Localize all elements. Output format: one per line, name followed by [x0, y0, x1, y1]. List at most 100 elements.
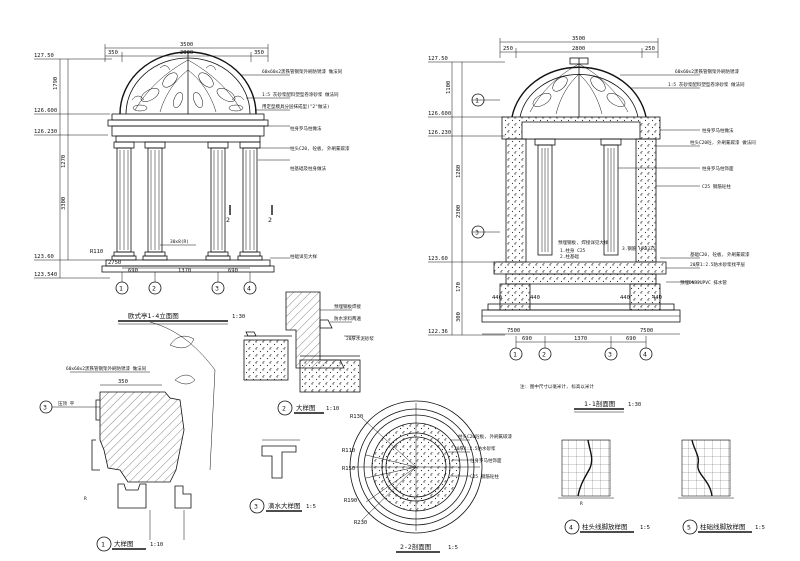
axis-label: 2: [542, 351, 546, 359]
detail-4: R 4 柱头线脚放样图 1:5: [558, 439, 650, 535]
note: 柱头C20, 砼板, 外刷氟碳漆: [290, 145, 350, 152]
axis-label: 4: [643, 351, 647, 359]
level-label: 126.600: [428, 111, 451, 117]
drawing-title: 大样图: [296, 403, 316, 412]
level-label: 126.230: [34, 129, 57, 135]
radius-label: R110: [90, 249, 103, 255]
detail1-side-note: 压顶 平: [58, 401, 75, 407]
sec-bottom-dims: 440 440 440 440 7500 690 1370 690 7500: [482, 295, 680, 348]
footnote: 注: 图中尺寸以毫米计, 标高以米计: [520, 383, 594, 390]
dim-overall-top: 3500: [180, 42, 193, 48]
note: 柱头C20砼, 外刷氟碳漆 做法同: [690, 139, 756, 146]
columns-left: [111, 141, 263, 261]
axis-label: 1: [119, 285, 123, 293]
note: C25 钢筋砼柱: [702, 183, 731, 190]
dim-value: 690: [128, 268, 138, 274]
note: 预埋钢板, 焊接详见大样: [558, 239, 609, 246]
dim-value: 2800: [572, 46, 585, 52]
note: 2.柱基础: [560, 253, 579, 260]
level-label: 127.50: [34, 53, 54, 59]
dim-value: 3500: [572, 36, 585, 42]
radius-label: R130: [350, 414, 363, 420]
note: 柱基础及柱身做法: [290, 165, 326, 172]
height-dim: 3300: [61, 197, 67, 210]
dome-left: [119, 51, 257, 115]
detail1-dim: 350: [118, 379, 128, 385]
height-dim: 1790: [53, 77, 59, 90]
level-label: 123.60: [34, 254, 54, 260]
drawing-scale: 1:5: [306, 504, 316, 510]
elev-left-title: 欧式亭1-4立面图 1:30: [118, 311, 245, 325]
note: 基础C20, 砼板, 外刷氟碳漆: [690, 251, 750, 258]
section-mark-label: 2: [268, 216, 272, 224]
column: [237, 141, 263, 261]
detail-5: 5 柱础线脚放样图 1:5: [678, 439, 765, 535]
drawing-title: 柱础线脚放样图: [700, 522, 746, 531]
dim-top-right: 350: [254, 50, 264, 56]
note: 1.柱身 C25: [560, 247, 586, 254]
note: 60x60x2黑铁管钢架外刷防锈漆 做法同: [262, 68, 343, 75]
note: 60x60x2黑铁管钢架外刷防锈漆: [675, 68, 739, 75]
dim-top-left: 350: [108, 50, 118, 56]
dim-value: 440: [620, 295, 630, 301]
detail-mark: 3: [43, 404, 47, 412]
detail-number: 3: [254, 503, 258, 511]
column: [205, 141, 231, 261]
axis-label: 2: [152, 285, 156, 293]
drawing-scale: 1:10: [326, 406, 339, 412]
detail-number: 4: [569, 524, 573, 532]
dim-value: 690: [522, 336, 532, 342]
radius-label: R150: [342, 466, 355, 472]
detail-number: 5: [687, 524, 691, 532]
dim-value: 1370: [178, 268, 191, 274]
note: 防水涂料两遍: [334, 315, 361, 322]
sec-dome: [511, 57, 647, 118]
axis-bubbles-left: 1 2 3 4: [115, 281, 257, 295]
elev-left-top-dims: 3500 350 2800 350: [104, 42, 269, 62]
note: 用定型模具分层抹成型("2"做法): [262, 103, 330, 110]
entablature-left: [107, 113, 269, 143]
elevation-left: 3500 350 2800 350 127.50 126.600 126.230…: [34, 42, 350, 325]
drawing-scale: 1:10: [150, 542, 163, 548]
note: 1:5 灰砂浆配料塑型卷涂砂浆 做法同: [262, 91, 339, 98]
drawing-scale: 1:5: [755, 525, 765, 531]
drawing-title: 欧式亭1-4立面图: [128, 311, 179, 320]
column: [142, 141, 168, 261]
note: 20厚水泥砂浆: [346, 335, 374, 342]
level-label: 126.230: [428, 130, 451, 136]
section-mark-2: 2 2: [226, 205, 273, 224]
drawing-title: 滴水大样图: [268, 501, 301, 510]
note: 柱身罗马柱做法: [702, 127, 734, 134]
height-dim: 1100: [446, 81, 452, 94]
sec-axis-bubbles: 1 2 3 4: [509, 347, 653, 361]
note: 柱身罗马柱饰面: [470, 457, 502, 464]
sec-levels: 127.50 126.600 126.230 123.60 122.36 110…: [428, 56, 505, 336]
axis-label: 3: [608, 351, 612, 359]
section-1-1: 3500 250 2800 250 127.50 126.600 126.230…: [428, 36, 756, 413]
note: 预埋钢板焊接: [334, 303, 361, 310]
note: 柱头C20砼板, 外刷氟碳漆: [458, 433, 513, 440]
column: [111, 141, 137, 261]
height-dim: 1280: [456, 165, 462, 178]
drawing-title: 大样图: [114, 539, 134, 548]
detail-mark: 1: [475, 97, 479, 105]
dim-value: 690: [626, 336, 636, 342]
note: 柱身罗马柱做法: [290, 125, 322, 132]
dim-value: 7500: [640, 328, 653, 334]
axis-label: 3: [215, 285, 219, 293]
sec-notes: 60x60x2黑铁管钢架外刷防锈漆 1:5 灰砂浆配料塑型卷涂砂浆 做法同 柱身…: [520, 68, 756, 390]
note: C25 钢筋砼柱: [470, 473, 499, 480]
detail-1: 350 60x60x2黑铁管钢架外刷防锈漆 做法同 3 压顶 平 R 1 大样图…: [39, 321, 216, 552]
elev-left-notes: 60x60x2黑铁管钢架外刷防锈漆 做法同 1:5 灰砂浆配料塑型卷涂砂浆 做法…: [240, 68, 350, 260]
height-dim: 2300: [456, 205, 462, 218]
dim-value: 250: [645, 46, 655, 52]
level-label: 123.540: [34, 272, 57, 278]
dim-top-mid: 2800: [180, 50, 193, 56]
radius-label: R230: [354, 520, 367, 526]
radius-label: R190: [344, 498, 357, 504]
note: 预埋DN32UPVC 排水管: [680, 279, 727, 286]
note: 柱础详见大样: [290, 253, 317, 260]
level-label: 127.50: [428, 56, 448, 62]
axis-label: 1: [513, 351, 517, 359]
dim-value: 440: [530, 295, 540, 301]
